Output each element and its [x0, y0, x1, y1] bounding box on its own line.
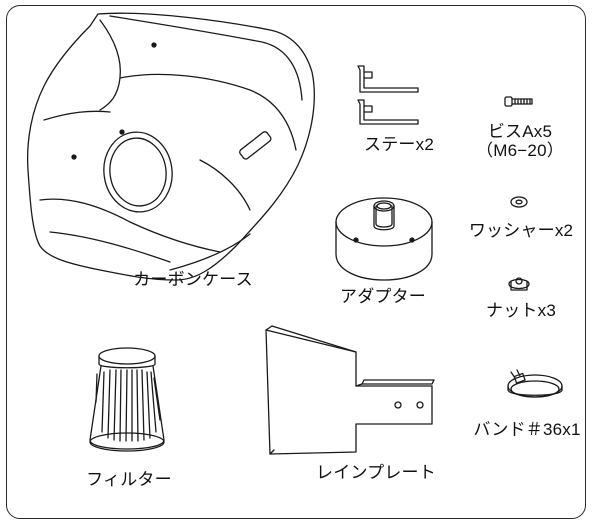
band-clamp-illustration — [507, 369, 563, 398]
label-stay: ステーx2 — [364, 135, 434, 154]
filter-illustration — [89, 347, 165, 452]
label-band: バンド＃36x1 — [473, 420, 581, 439]
label-washer: ワッシャーx2 — [468, 221, 574, 240]
label-screw-size: （M6−20） — [476, 141, 564, 160]
parts-frame — [6, 5, 586, 519]
carbon-case-illustration — [26, 12, 315, 281]
washer-illustration — [510, 196, 528, 208]
adapter-illustration — [335, 197, 433, 281]
label-rain-plate: レインプレート — [316, 463, 436, 482]
rain-plate-illustration — [265, 325, 435, 455]
label-adapter: アダプター — [340, 287, 426, 306]
label-screw-qty: ビスAx5 — [487, 122, 553, 141]
label-screw: ビスAx5 （M6−20） — [476, 122, 564, 160]
label-filter: フィルター — [86, 470, 172, 489]
label-carbon-case: カーボンケース — [133, 270, 253, 289]
nut-illustration — [508, 277, 530, 291]
stay-bracket-illustration — [357, 65, 419, 125]
label-nut: ナットx3 — [486, 301, 556, 320]
screw-illustration — [504, 96, 533, 107]
